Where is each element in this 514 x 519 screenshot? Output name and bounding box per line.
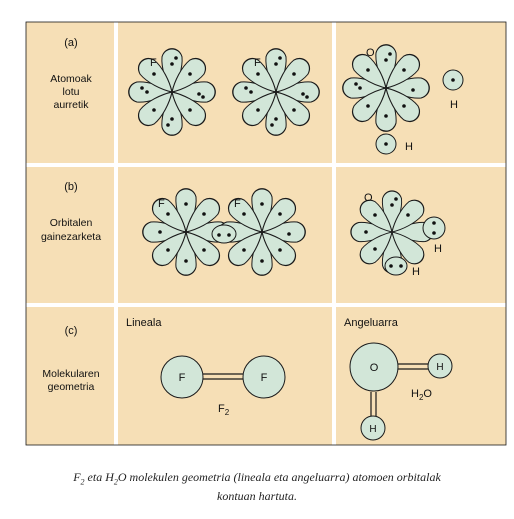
row-tag-c: (c) <box>65 325 78 337</box>
f2-formula: F2 <box>218 403 230 417</box>
svg-text:geometria: geometria <box>48 381 95 393</box>
row-label-b: (b) Orbitalen gainezarketa <box>41 181 101 243</box>
row-tag-a: (a) <box>64 37 77 49</box>
svg-text:gainezarketa: gainezarketa <box>41 231 101 243</box>
h-atom-bottom <box>360 415 386 441</box>
h2o-formula: H2O <box>411 388 432 402</box>
row-label-a: (a) Atomoak lotu aurretik <box>50 37 92 111</box>
f-atom-right <box>242 355 286 399</box>
o-label-b: O <box>364 192 373 204</box>
f-atom-orbitals-right <box>233 49 319 135</box>
electron-dots <box>354 52 415 118</box>
h-label-b-right: H <box>434 243 442 255</box>
orbital-diagram: (a) Atomoak lotu aurretik (b) Orbitalen … <box>25 21 507 446</box>
f2-molecule: F F F2 <box>160 355 286 417</box>
linear-label: Lineala <box>126 317 162 329</box>
f-label-b-left: F <box>158 198 165 210</box>
h2o-molecule: O H H H2O <box>349 342 453 441</box>
h-label-a-bottom: H <box>405 141 413 153</box>
angular-label: Angeluarra <box>344 317 399 329</box>
f2-orbital-overlap <box>143 189 305 275</box>
row-label-c: (c) Molekularen geometria <box>42 325 99 393</box>
svg-text:F: F <box>179 372 186 384</box>
f-label-a-left: F <box>150 57 157 69</box>
overlap-region-f2 <box>211 224 237 244</box>
electron-dots <box>158 202 291 263</box>
overlap-region-oh-bottom <box>384 256 408 276</box>
svg-text:F: F <box>261 372 268 384</box>
electron-dots <box>140 56 205 127</box>
svg-text:Orbitalen: Orbitalen <box>50 217 93 229</box>
svg-text:Molekularen: Molekularen <box>42 368 99 380</box>
svg-text:Atomoak: Atomoak <box>50 73 92 85</box>
o-atom <box>349 342 399 392</box>
f-label-b-right: F <box>234 198 241 210</box>
h2o-orbital-overlap <box>351 191 446 276</box>
svg-text:O: O <box>370 362 379 374</box>
h-label-b-bottom: H <box>412 266 420 278</box>
row-tag-b: (b) <box>64 181 77 193</box>
f-atom-orbitals-left <box>129 49 215 135</box>
o-atom-orbitals-a <box>343 45 464 155</box>
f-label-a-right: F <box>254 57 261 69</box>
electron-dots <box>364 197 436 268</box>
svg-text:H: H <box>369 424 376 435</box>
svg-text:lotu: lotu <box>63 86 80 98</box>
overlap-region-oh-right <box>422 216 446 240</box>
h-atom-right <box>427 353 453 379</box>
o-label-a: O <box>366 47 375 59</box>
h-label-a-right: H <box>450 99 458 111</box>
electron-dots <box>244 56 309 127</box>
svg-text:aurretik: aurretik <box>53 99 89 111</box>
f-atom-left <box>160 355 204 399</box>
svg-text:H: H <box>436 362 443 373</box>
figure-caption: F2 eta H2O molekulen geometria (lineala … <box>73 470 441 504</box>
